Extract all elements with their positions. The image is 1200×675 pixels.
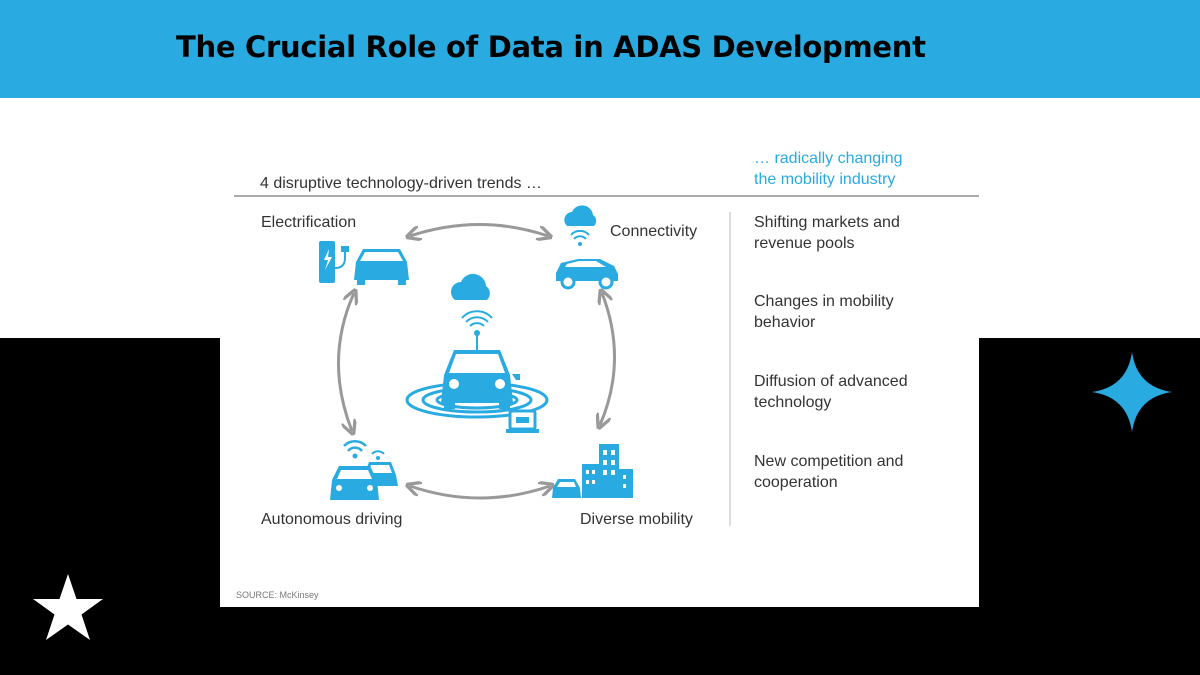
four-point-star-icon <box>1092 352 1172 432</box>
impact-item: Changes in mobility behavior <box>754 293 894 331</box>
diagram-graphics <box>234 195 979 526</box>
impact-item: New competition and cooperation <box>754 453 904 491</box>
central-connected-car-icon <box>405 273 549 433</box>
autonomous-cars-icon <box>330 439 398 500</box>
arrow-right <box>600 293 616 425</box>
white-star-icon <box>33 574 103 640</box>
electric-car-icon <box>354 249 409 285</box>
left-heading: 4 disruptive technology-driven trends … <box>260 175 542 192</box>
diagram-card: 4 disruptive technology-driven trends … … <box>220 128 979 607</box>
title-banner: The Crucial Role of Data in ADAS Develop… <box>0 0 1200 98</box>
impact-item: Shifting markets and revenue pools <box>754 214 900 252</box>
source-note: SOURCE: McKinsey <box>236 590 319 600</box>
arrow-left <box>337 293 354 431</box>
trend-electrification: Electrification <box>261 214 357 231</box>
page-title: The Crucial Role of Data in ADAS Develop… <box>176 30 926 64</box>
arrow-bottom <box>410 486 550 500</box>
trend-autonomous-driving: Autonomous driving <box>261 511 403 528</box>
right-heading: … radically changing the mobility indust… <box>754 150 903 188</box>
city-mobility-icon <box>552 444 633 498</box>
impact-item: Diffusion of advanced technology <box>754 373 908 411</box>
trend-diverse-mobility: Diverse mobility <box>580 511 693 528</box>
trend-connectivity: Connectivity <box>610 223 698 240</box>
connected-car-icon <box>556 205 618 290</box>
charging-station-icon <box>319 241 349 283</box>
arrow-top <box>410 223 548 237</box>
